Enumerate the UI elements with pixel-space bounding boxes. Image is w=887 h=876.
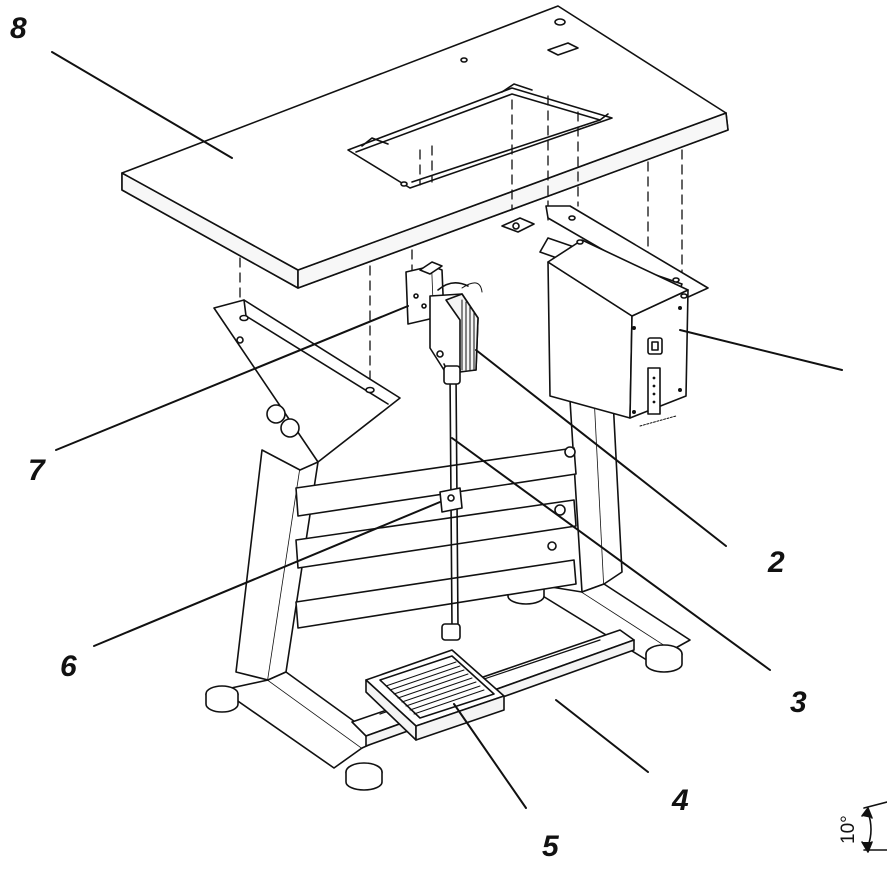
- callout-bracket: 7: [28, 454, 45, 487]
- left-leg: [205, 299, 401, 791]
- leader-lines: [51, 51, 843, 809]
- rod-clamp: [439, 487, 463, 513]
- callout-connecting-rod: 3: [790, 686, 807, 719]
- angle-indicator: [861, 801, 887, 853]
- callout-rail: 4: [672, 784, 689, 817]
- foot-pedal: [365, 649, 505, 741]
- cross-bars: [295, 446, 577, 629]
- tilt-angle-label: 10°: [838, 815, 859, 844]
- sensor-motor: [429, 282, 483, 373]
- tabletop: [121, 5, 729, 289]
- callout-pedal: 5: [542, 830, 559, 863]
- callout-clamp: 6: [60, 650, 77, 683]
- callout-motor: 2: [768, 546, 785, 579]
- callout-tabletop: 8: [10, 12, 27, 45]
- control-box: [539, 205, 709, 427]
